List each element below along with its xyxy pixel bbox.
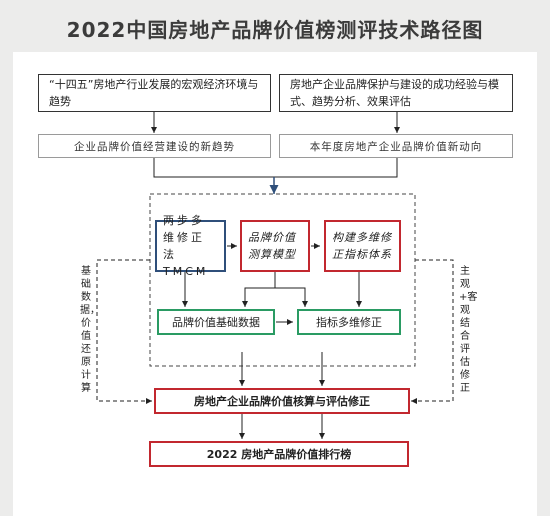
side-label-right: 主观+客观结合评估修正 [459,266,478,394]
arrow-model-index [275,287,308,307]
source-box-right: 房地产企业品牌保护与建设的成功经验与模式、趋势分析、效果评估 [279,74,513,112]
method-model: 品牌价值测算模型 [240,220,310,272]
trend-box-right: 本年度房地产企业品牌价值新动向 [279,134,513,158]
merge-right [274,158,398,178]
feedback-right [411,259,454,404]
ranking-box: 2022 房地产品牌价值排行榜 [149,441,409,467]
method-system: 构建多维修正指标体系 [324,220,401,272]
method-tmcm: 两步多维修正法TMCM [155,214,226,278]
trend-box-left: 企业品牌价值经营建设的新趋势 [38,134,271,158]
merge-left [153,158,274,178]
side-label-left: 基础数据，价值还原计算 [80,266,100,394]
diagram-card: “十四五”房地产行业发展的宏观经济环境与趋势 房地产企业品牌保护与建设的成功经验… [13,52,537,516]
check-box: 房地产企业品牌价值核算与评估修正 [154,388,410,414]
source-box-left: “十四五”房地产行业发展的宏观经济环境与趋势 [38,74,271,112]
arrow-model-base [242,272,276,307]
index-correction-box: 指标多维修正 [297,309,401,335]
page-title: 2022中国房地产品牌价值榜测评技术路径图 [66,18,484,42]
connector-lines [96,112,454,439]
feedback-left [96,259,152,404]
base-data-box: 品牌价值基础数据 [157,309,275,335]
dashed-container [149,193,416,367]
